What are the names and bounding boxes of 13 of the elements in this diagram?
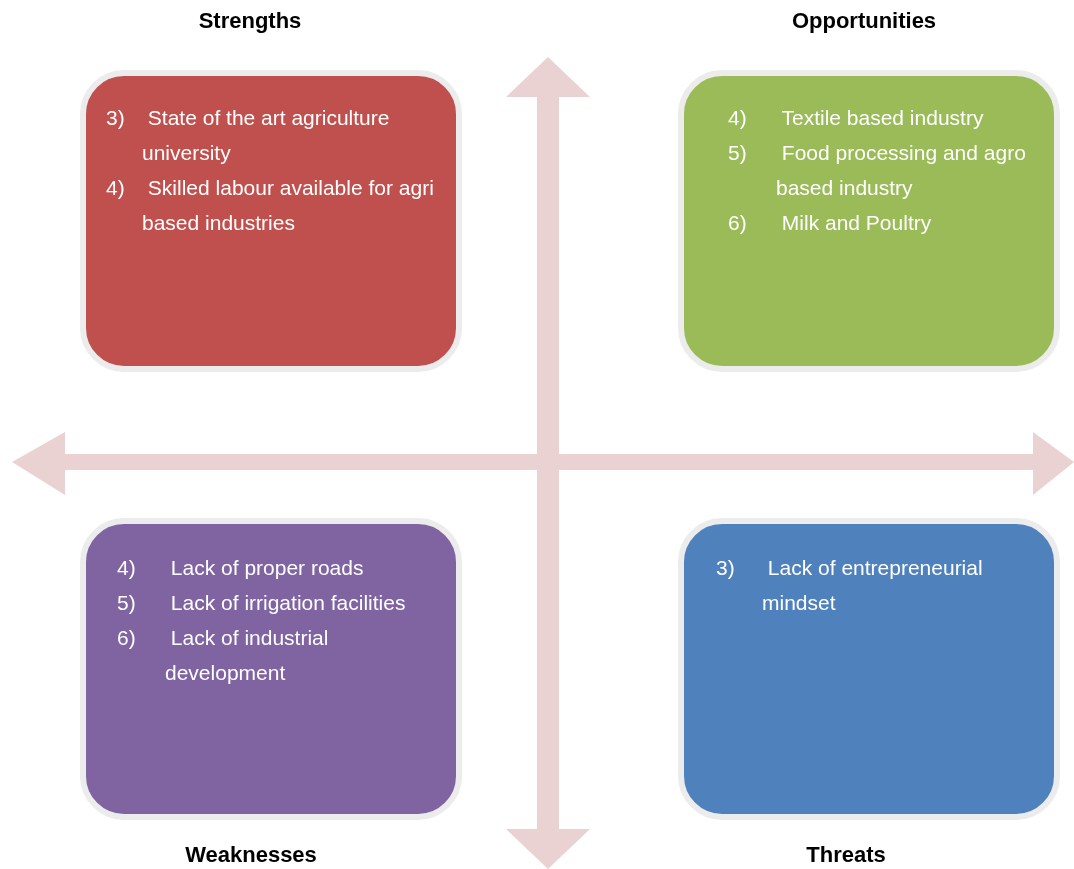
quadrant-heading: Weaknesses	[185, 842, 317, 868]
list-item: 5) Food processing and agro based industry	[728, 140, 1027, 201]
list-item: 6) Lack of industrial development	[117, 625, 330, 686]
list-item: 3) Lack of entrepreneurial mindset	[716, 555, 984, 616]
quadrant-heading: Threats	[806, 842, 886, 868]
list-item: 4) Skilled labour available for agri based industries	[106, 175, 435, 236]
list-item: 3) State of the art agriculture university	[106, 105, 391, 166]
quadrant-heading: Opportunities	[791, 8, 937, 34]
list-item: 4) Textile based industry	[728, 105, 985, 131]
quadrant-heading: Strengths	[198, 8, 302, 34]
list-item: 6) Milk and Poultry	[728, 210, 933, 236]
list-item: 4) Lack of proper roads	[117, 555, 365, 581]
list-item: 5) Lack of irrigation facilities	[117, 590, 407, 616]
